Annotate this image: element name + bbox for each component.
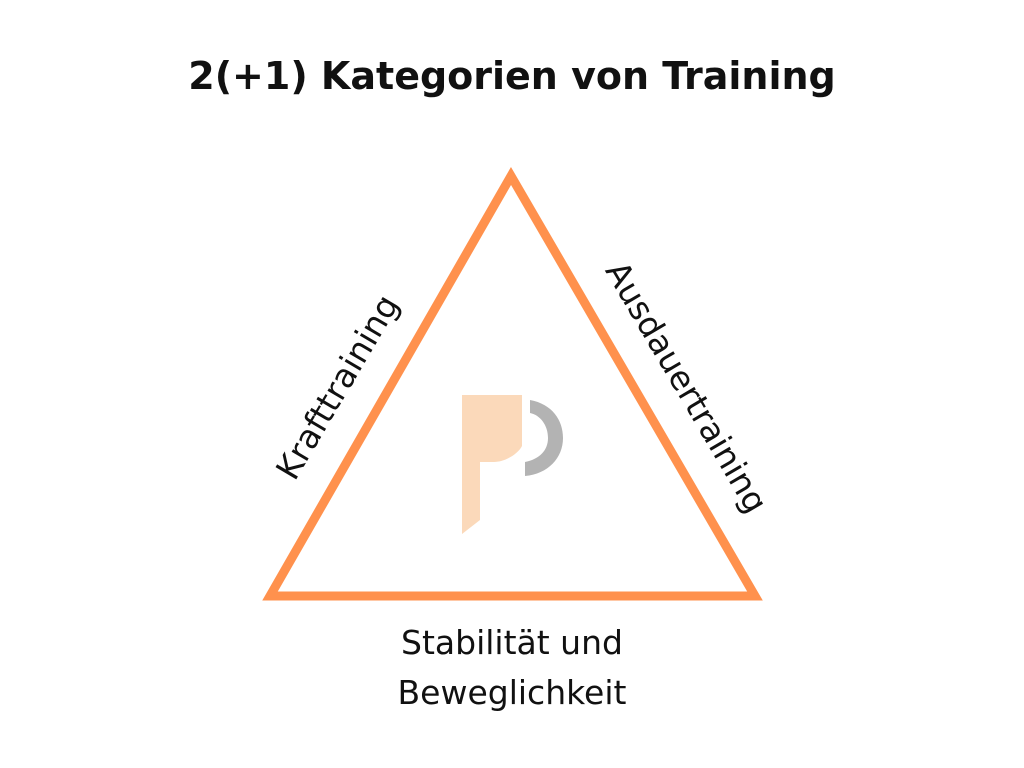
diagram-title: 2(+1) Kategorien von Training (188, 54, 836, 98)
p-logo-icon (462, 395, 563, 534)
logo-stem (462, 395, 522, 534)
triangle-outline (262, 167, 763, 601)
logo-bowl (525, 400, 563, 476)
bottom-label-line2: Beweglichkeit (397, 673, 627, 712)
bottom-label-line1: Stabilität und (401, 623, 623, 662)
bottom-side-label: Stabilität und Beweglichkeit (262, 618, 762, 718)
